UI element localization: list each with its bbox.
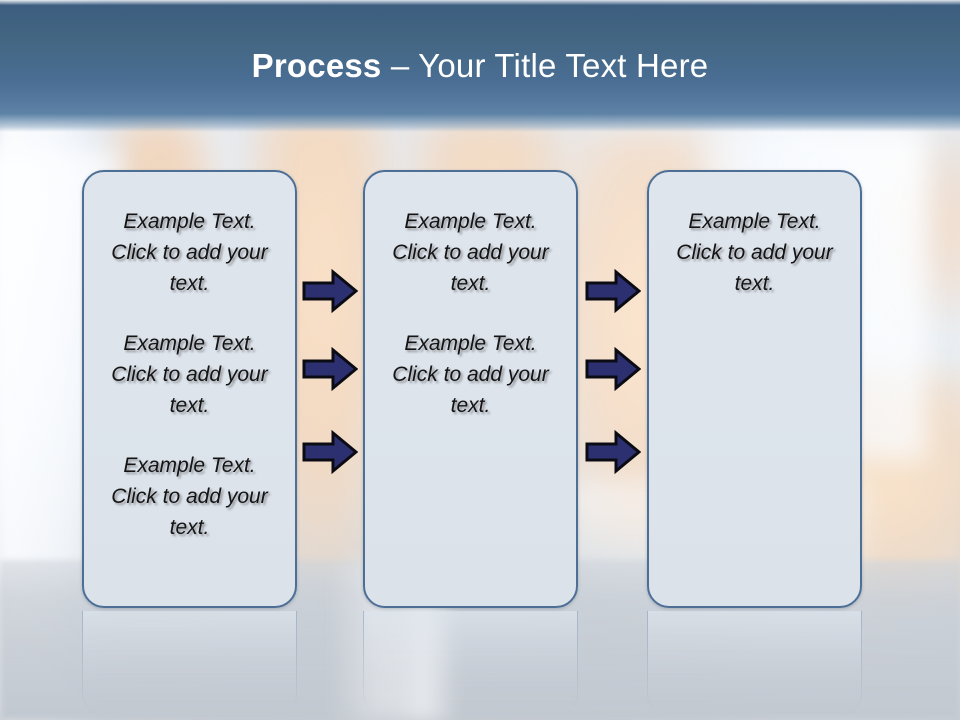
title-band [0,0,960,132]
arrow-right-icon-1-1[interactable] [302,269,358,313]
process-box-2[interactable]: Example Text. Click to add your text. Ex… [363,170,578,608]
arrow-right-icon-1-2[interactable] [302,347,358,391]
arrow-right-icon-2-1[interactable] [585,269,641,313]
process-box-3[interactable]: Example Text. Click to add your text. [647,170,862,608]
process-box-2-text-2[interactable]: Example Text. Click to add your text. [392,332,549,417]
arrow-right-icon-1-3[interactable] [302,430,358,474]
arrow-right-icon-2-3[interactable] [585,430,641,474]
process-box-1-text-2[interactable]: Example Text. Click to add your text. [111,332,268,417]
page-title-strong: Process [251,47,382,84]
process-box-1[interactable]: Example Text. Click to add your text. Ex… [82,170,297,608]
process-box-2-text-1[interactable]: Example Text. Click to add your text. [392,210,549,295]
process-box-2-reflection [363,611,578,716]
page-title: Process – Your Title Text Here [0,46,960,86]
process-box-3-text-1[interactable]: Example Text. Click to add your text. [676,210,833,295]
process-box-1-text-1[interactable]: Example Text. Click to add your text. [111,210,268,295]
page-title-rest: – Your Title Text Here [381,47,709,84]
process-box-3-reflection [647,611,862,716]
arrow-right-icon-2-2[interactable] [585,347,641,391]
process-box-1-text-3[interactable]: Example Text. Click to add your text. [111,454,268,539]
process-box-1-reflection [82,611,297,716]
